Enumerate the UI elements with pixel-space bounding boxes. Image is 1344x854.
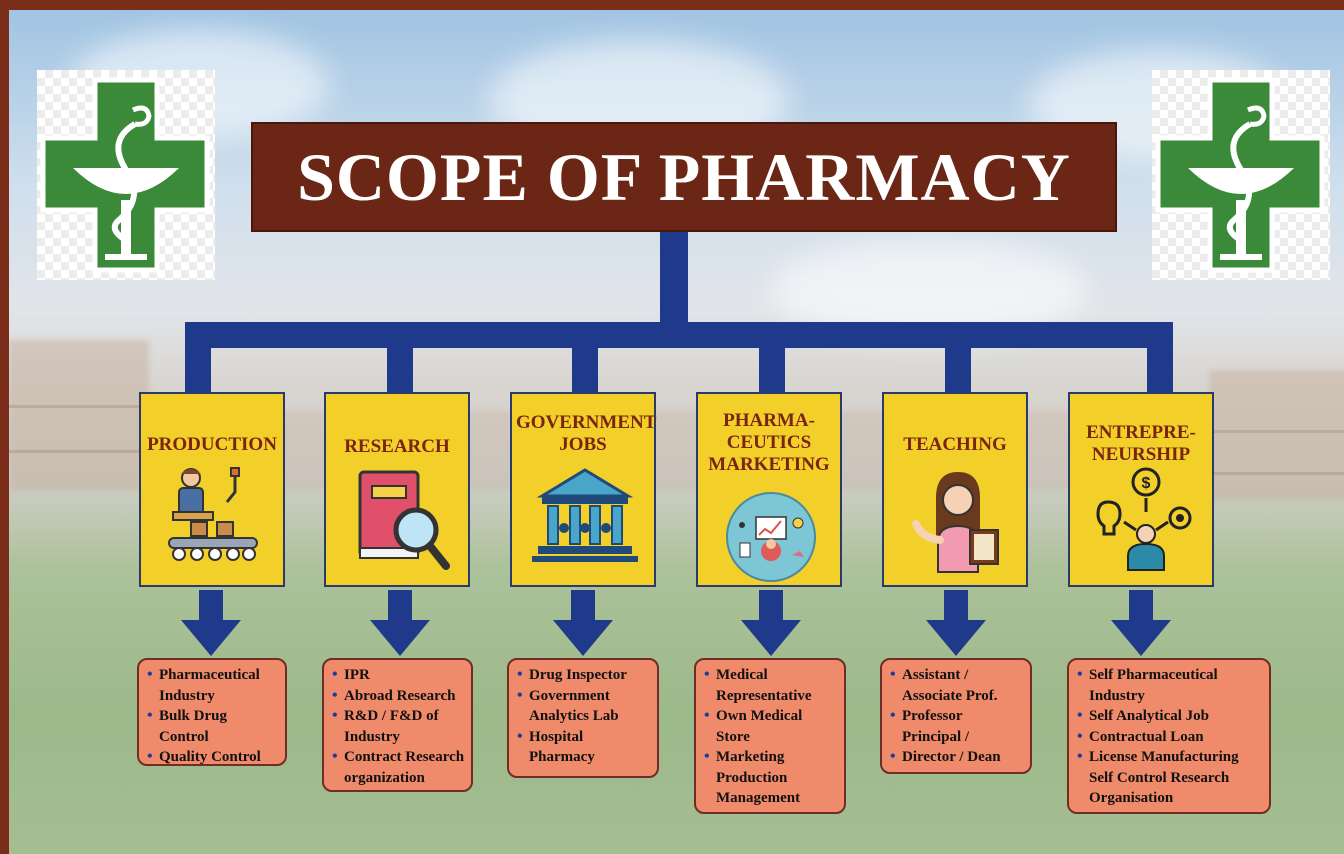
info-box-research: IPR Abroad Research R&D / F&D of Industr… bbox=[322, 658, 473, 792]
list-item: Own Medical Store bbox=[704, 706, 838, 747]
building-floor-line bbox=[9, 405, 149, 408]
down-arrow-icon bbox=[370, 590, 430, 656]
card-research: RESEARCH bbox=[324, 392, 470, 587]
card-pharmaceutics-marketing: PHARMA- CEUTICS MARKETING bbox=[696, 392, 842, 587]
list-item: Assistant / Associate Prof. bbox=[890, 665, 1024, 706]
government-building-icon bbox=[532, 468, 638, 562]
item-list: Drug Inspector Government Analytics Lab … bbox=[517, 665, 651, 768]
card-title: RESEARCH bbox=[344, 436, 450, 457]
background-building-left bbox=[9, 340, 149, 490]
list-item: Professor Principal / bbox=[890, 706, 1024, 747]
down-arrow-icon bbox=[741, 590, 801, 656]
item-list: Medical Representative Own Medical Store… bbox=[704, 665, 838, 809]
branch-connector bbox=[572, 340, 598, 394]
list-item: Hospital Pharmacy bbox=[517, 727, 651, 768]
down-arrow-icon bbox=[926, 590, 986, 656]
horizontal-connector bbox=[185, 322, 1173, 348]
item-list: Pharmaceutical Industry Bulk Drug Contro… bbox=[147, 665, 279, 768]
list-item: Contract Research organization bbox=[332, 747, 465, 788]
list-item: Medical Representative bbox=[704, 665, 838, 706]
building-floor-line bbox=[1209, 430, 1344, 433]
pharmacy-cross-icon bbox=[1155, 77, 1325, 273]
down-arrow-icon bbox=[553, 590, 613, 656]
svg-text:$: $ bbox=[1142, 475, 1151, 492]
info-box-entrepreneurship: Self Pharmaceutical Industry Self Analyt… bbox=[1067, 658, 1271, 814]
building-floor-line bbox=[9, 450, 149, 453]
list-item: Self Pharmaceutical Industry bbox=[1077, 665, 1263, 706]
list-item: Quality Control bbox=[147, 747, 279, 768]
card-teaching: TEACHING bbox=[882, 392, 1028, 587]
list-item: License Manufacturing Self Control Resea… bbox=[1077, 747, 1263, 809]
list-item: Self Analytical Job bbox=[1077, 706, 1263, 727]
branch-connector bbox=[759, 340, 785, 394]
logo-left bbox=[37, 70, 215, 280]
info-box-production: Pharmaceutical Industry Bulk Drug Contro… bbox=[137, 658, 287, 768]
teacher-icon bbox=[912, 472, 999, 573]
list-item: Drug Inspector bbox=[517, 665, 651, 686]
info-box-pharmaceutics-marketing: Medical Representative Own Medical Store… bbox=[694, 658, 846, 814]
trunk-connector bbox=[660, 232, 688, 324]
list-item: Contractual Loan bbox=[1077, 727, 1263, 748]
building-floor-line bbox=[1209, 472, 1344, 475]
list-item: Pharmaceutical Industry bbox=[147, 665, 279, 706]
title-banner: SCOPE OF PHARMACY bbox=[251, 122, 1117, 232]
card-title: ENTREPRE- NEURSHIP bbox=[1086, 422, 1196, 465]
card-government-jobs: GOVERNMENT JOBS bbox=[510, 392, 656, 587]
down-arrow-icon bbox=[181, 590, 241, 656]
card-production: PRODUCTION bbox=[139, 392, 285, 587]
list-item: Director / Dean bbox=[890, 747, 1024, 768]
entrepreneur-ideas-icon: $ bbox=[1096, 467, 1192, 571]
logo-right bbox=[1152, 70, 1330, 280]
list-item: Government Analytics Lab bbox=[517, 686, 651, 727]
marketing-circle-icon bbox=[726, 492, 816, 582]
list-item: Bulk Drug Control bbox=[147, 706, 279, 747]
factory-worker-icon bbox=[168, 467, 258, 561]
list-item: Abroad Research bbox=[332, 686, 465, 707]
info-box-government-jobs: Drug Inspector Government Analytics Lab … bbox=[507, 658, 659, 778]
card-title: GOVERNMENT JOBS bbox=[516, 412, 657, 455]
item-list: Assistant / Associate Prof. Professor Pr… bbox=[890, 665, 1024, 768]
branch-connector bbox=[945, 340, 971, 394]
list-item: R&D / F&D of Industry bbox=[332, 706, 465, 747]
branch-connector bbox=[1147, 340, 1173, 394]
background-building-right bbox=[1209, 370, 1344, 500]
card-title: TEACHING bbox=[903, 434, 1007, 455]
list-item: Marketing Production Management bbox=[704, 747, 838, 809]
book-magnifier-icon bbox=[358, 470, 450, 570]
background-building-center bbox=[149, 410, 1209, 490]
branch-connector bbox=[387, 340, 413, 394]
card-title: PRODUCTION bbox=[147, 434, 277, 455]
item-list: Self Pharmaceutical Industry Self Analyt… bbox=[1077, 665, 1263, 809]
info-box-teaching: Assistant / Associate Prof. Professor Pr… bbox=[880, 658, 1032, 774]
page-title: SCOPE OF PHARMACY bbox=[297, 138, 1071, 215]
down-arrow-icon bbox=[1111, 590, 1171, 656]
item-list: IPR Abroad Research R&D / F&D of Industr… bbox=[332, 665, 465, 788]
card-entrepreneurship: ENTREPRE- NEURSHIP $ bbox=[1068, 392, 1214, 587]
list-item: IPR bbox=[332, 665, 465, 686]
pharmacy-cross-icon bbox=[40, 77, 210, 273]
card-title: PHARMA- CEUTICS MARKETING bbox=[708, 410, 830, 475]
branch-connector bbox=[185, 340, 211, 394]
